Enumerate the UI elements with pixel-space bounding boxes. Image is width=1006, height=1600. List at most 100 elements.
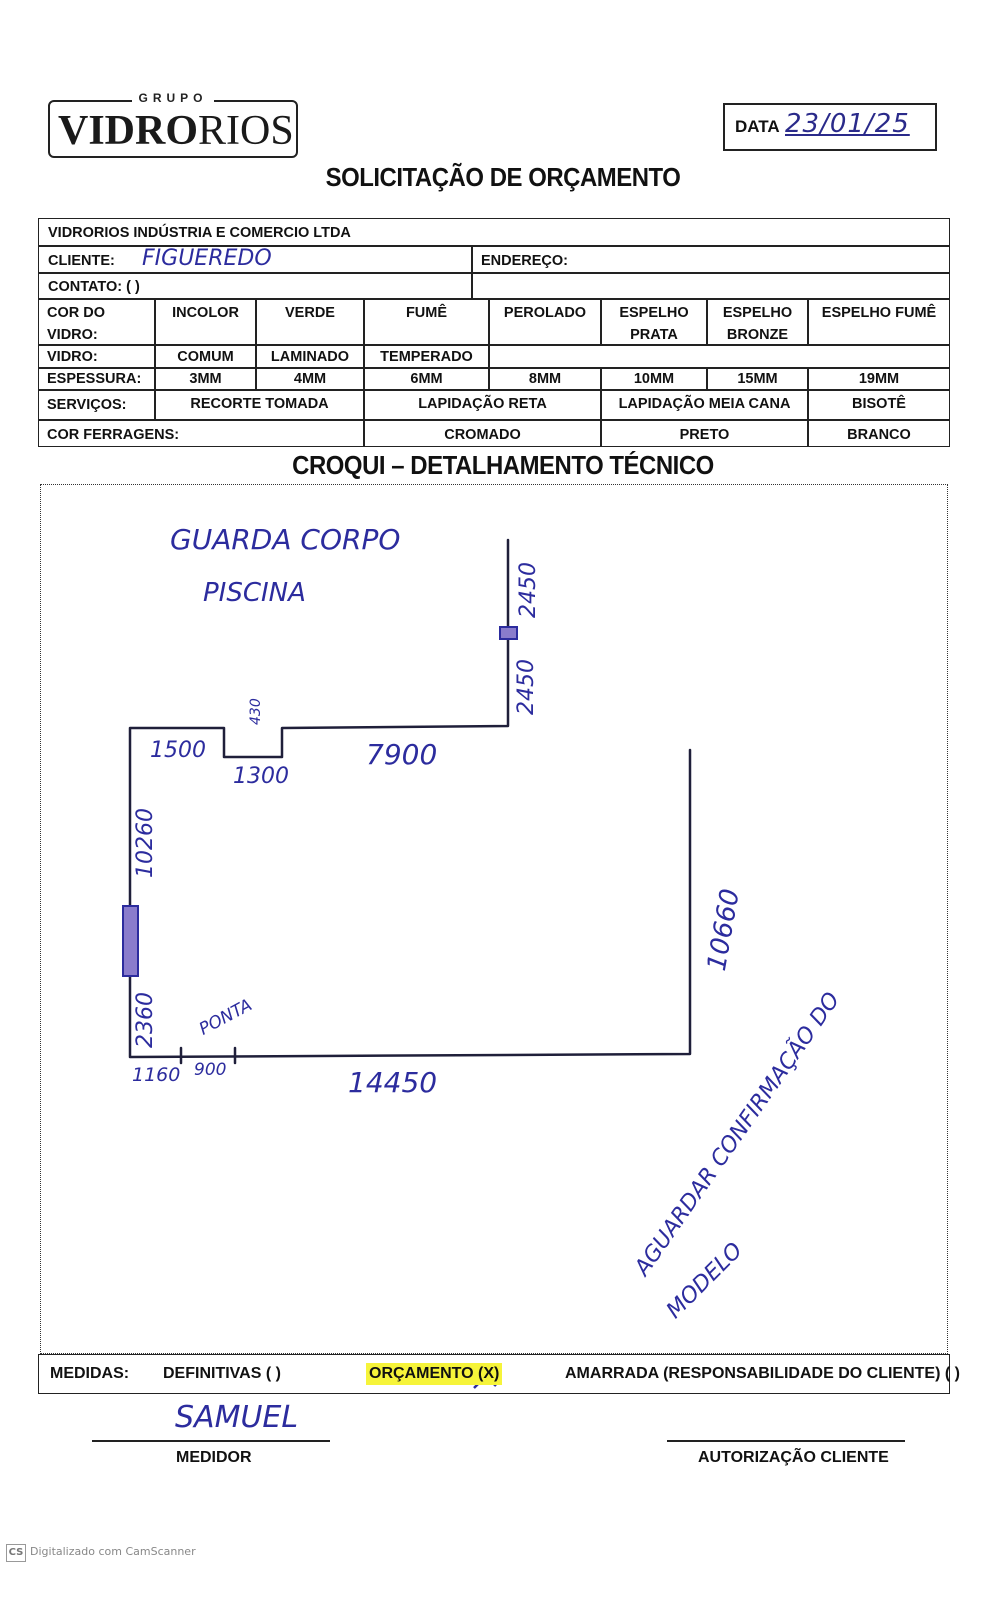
medidor-signature-line — [92, 1440, 330, 1442]
cor-label-cell — [38, 299, 155, 345]
medidor-label: MEDIDOR — [176, 1449, 252, 1466]
date-box: DATA 23/01/25 — [723, 103, 937, 151]
espessura-6mm-cell — [364, 368, 489, 390]
option-lapidacao-meia-cana: LAPIDAÇÃO MEIA CANA — [618, 396, 791, 412]
door-hinge-block — [122, 905, 139, 977]
option-incolor: INCOLOR — [172, 305, 239, 321]
option-8mm: 8MM — [528, 371, 562, 387]
contato-cell — [38, 273, 472, 299]
medidas-label: MEDIDAS: — [50, 1365, 130, 1382]
endereco-label: ENDEREÇO: — [481, 253, 569, 269]
cor-verde-cell — [256, 299, 364, 345]
option-19mm: 19MM — [858, 371, 900, 387]
endereco-cell — [472, 246, 950, 273]
espessura-3mm-cell — [155, 368, 256, 390]
sketch-area — [40, 484, 948, 1354]
servico-bisote-cell — [808, 390, 950, 420]
vidro-label-cell — [38, 345, 155, 368]
cliente-cell — [38, 246, 472, 273]
date-value: 23/01/25 — [785, 109, 910, 139]
dim-bottom-a: 1160 — [132, 1064, 181, 1086]
camscanner-icon: CS — [6, 1544, 26, 1562]
option-15mm: 15MM — [737, 371, 778, 387]
espessura-8mm-cell — [489, 368, 601, 390]
cor-espelho-prata-cell — [601, 299, 707, 345]
medidor-signature: SAMUEL — [175, 1400, 299, 1435]
option-verde: VERDE — [285, 305, 335, 321]
scanner-text: Digitalizado com CamScanner — [30, 1545, 196, 1558]
cliente-value: FIGUEREDO — [142, 246, 272, 271]
logo-group-text: GRUPO — [50, 91, 296, 105]
option-3mm: 3MM — [189, 371, 222, 387]
dim-notch-depth: 430 — [248, 698, 264, 725]
espessura-15mm-cell — [707, 368, 808, 390]
ferragem-cromado-cell — [364, 420, 601, 447]
page-title: SOLICITAÇÃO DE ORÇAMENTO — [325, 162, 681, 192]
option-6mm: 6MM — [410, 371, 443, 387]
servico-lapidacao-reta-cell — [364, 390, 601, 420]
dim-riser-lower: 2450 — [514, 659, 539, 715]
dim-left-upper: 10260 — [133, 808, 158, 878]
sketch-title: CROQUI – DETALHAMENTO TÉCNICO — [292, 450, 714, 480]
option-preto: PRETO — [679, 427, 730, 443]
vidro-temperado-cell — [364, 345, 489, 368]
autorizacao-label: AUTORIZAÇÃO CLIENTE — [698, 1449, 889, 1466]
option-espelho-prata-1: ESPELHO — [619, 305, 689, 321]
ferragem-preto-cell — [601, 420, 808, 447]
option-orcamento: ORÇAMENTO (X) — [366, 1363, 503, 1385]
dim-top-left: 1500 — [150, 738, 206, 763]
dim-notch-width: 1300 — [233, 764, 289, 789]
servico-meia-cana-cell — [601, 390, 808, 420]
cor-label-line2: VIDRO: — [47, 327, 98, 343]
medidas-row — [38, 1354, 950, 1394]
contato-label: CONTATO: ( ) — [48, 279, 140, 295]
date-label: DATA — [735, 117, 780, 136]
option-espelho-bronze-1: ESPELHO — [722, 305, 793, 321]
option-10mm: 10MM — [633, 371, 675, 387]
option-fume: FUMÊ — [405, 305, 448, 321]
servicos-label: SERVIÇOS: — [47, 397, 127, 413]
espessura-label-cell — [38, 368, 155, 390]
company-logo: GRUPO VIDRORIOS — [48, 91, 298, 158]
cor-perolado-cell — [489, 299, 601, 345]
option-4mm: 4MM — [293, 371, 327, 387]
servicos-label-cell — [38, 390, 155, 420]
option-laminado: LAMINADO — [270, 349, 350, 365]
option-comum: COMUM — [177, 349, 234, 365]
riser-hinge-block — [499, 626, 518, 640]
vidro-blank-cell — [489, 345, 950, 368]
option-amarrada: AMARRADA (RESPONSABILIDADE DO CLIENTE) (… — [565, 1365, 960, 1382]
option-lapidacao-reta: LAPIDAÇÃO RETA — [418, 396, 547, 412]
espessura-4mm-cell — [256, 368, 364, 390]
note-guarda-corpo: GUARDA CORPO — [170, 523, 401, 556]
espessura-19mm-cell — [808, 368, 950, 390]
cor-label-line1: COR DO — [47, 305, 105, 321]
cor-espelho-bronze-cell — [707, 299, 808, 345]
option-espelho-fume: ESPELHO FUMÊ — [821, 305, 937, 321]
option-espelho-bronze-2: BRONZE — [726, 327, 789, 343]
option-recorte-tomada: RECORTE TOMADA — [190, 396, 329, 412]
cor-fume-cell — [364, 299, 489, 345]
option-espelho-prata-2: PRATA — [630, 327, 678, 343]
dim-riser-upper: 2450 — [516, 562, 541, 618]
option-bisote: BISOTÊ — [852, 396, 906, 412]
ferragens-label: COR FERRAGENS: — [47, 427, 180, 443]
option-definitivas: DEFINITIVAS ( ) — [163, 1365, 281, 1382]
contato-blank-cell — [472, 273, 950, 299]
option-perolado: PEROLADO — [503, 305, 587, 321]
espessura-label: ESPESSURA: — [47, 371, 142, 387]
vidro-comum-cell — [155, 345, 256, 368]
cor-incolor-cell — [155, 299, 256, 345]
cliente-signature-line — [667, 1440, 905, 1442]
company-name: VIDRORIOS INDÚSTRIA E COMERCIO LTDA — [48, 225, 351, 241]
dim-top-right: 7900 — [366, 738, 438, 771]
vidro-laminado-cell — [256, 345, 364, 368]
dim-bottom-b: 900 — [194, 1060, 227, 1080]
option-temperado: TEMPERADO — [380, 349, 473, 365]
cor-espelho-fume-cell — [808, 299, 950, 345]
cliente-label: CLIENTE: — [48, 253, 115, 269]
option-branco: BRANCO — [847, 427, 911, 443]
logo-wordmark: VIDRORIOS — [58, 108, 294, 154]
ferragens-label-cell — [38, 420, 364, 447]
